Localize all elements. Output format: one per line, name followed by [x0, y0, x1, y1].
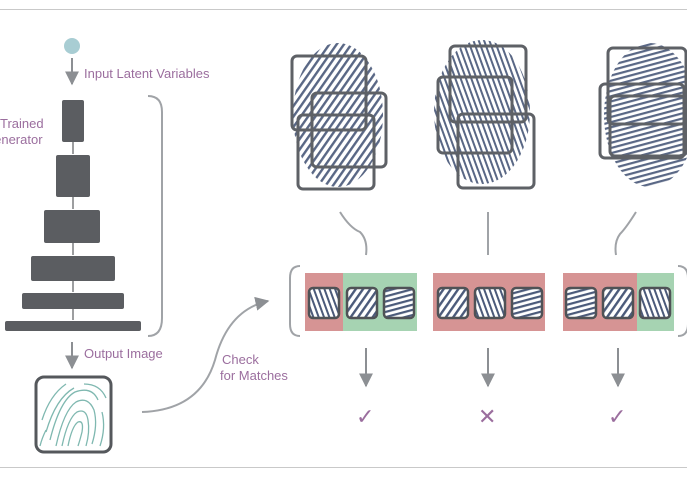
check-label-line1: Check	[222, 352, 259, 367]
generator-layer	[56, 155, 90, 197]
patch	[510, 286, 544, 320]
trained-generator-label-line1: Trained	[0, 116, 44, 131]
fingerprint-2	[434, 40, 536, 190]
cross-icon: ✕	[478, 404, 497, 429]
output-fingerprint-image	[34, 375, 113, 454]
patch	[564, 286, 598, 320]
fingerprint-1	[290, 43, 388, 191]
input-latent-label: Input Latent Variables	[84, 66, 210, 81]
check-label-line2: for Matches	[220, 368, 288, 383]
generator-layer	[44, 210, 100, 243]
patch	[436, 286, 470, 320]
trained-generator-label-line2: Generator	[0, 132, 43, 147]
output-image-label: Output Image	[84, 346, 163, 361]
generator-network	[5, 100, 141, 331]
patch	[638, 286, 672, 320]
connector-3	[614, 211, 637, 256]
patch-row-3	[563, 273, 674, 331]
check-arrow	[141, 296, 270, 413]
patches-left-bracket	[289, 265, 301, 337]
patch	[345, 286, 379, 320]
generator-layer	[31, 256, 115, 281]
bottom-rule	[0, 467, 687, 468]
patch	[473, 286, 507, 320]
top-rule	[0, 9, 687, 10]
patch	[307, 286, 341, 320]
latent-dot-icon	[64, 38, 80, 54]
generator-bracket	[147, 95, 163, 337]
generator-layer	[62, 100, 84, 142]
generator-layer	[5, 321, 141, 331]
patch-row-2	[433, 273, 545, 331]
patch	[382, 286, 416, 320]
patch	[601, 286, 635, 320]
fingerprint-3	[598, 43, 687, 187]
generator-layer	[22, 293, 124, 309]
connector-1	[339, 211, 368, 256]
patch-row-1	[305, 273, 417, 331]
patches-right-bracket	[677, 265, 687, 337]
check-icon: ✓	[356, 404, 375, 429]
check-icon: ✓	[608, 404, 627, 429]
